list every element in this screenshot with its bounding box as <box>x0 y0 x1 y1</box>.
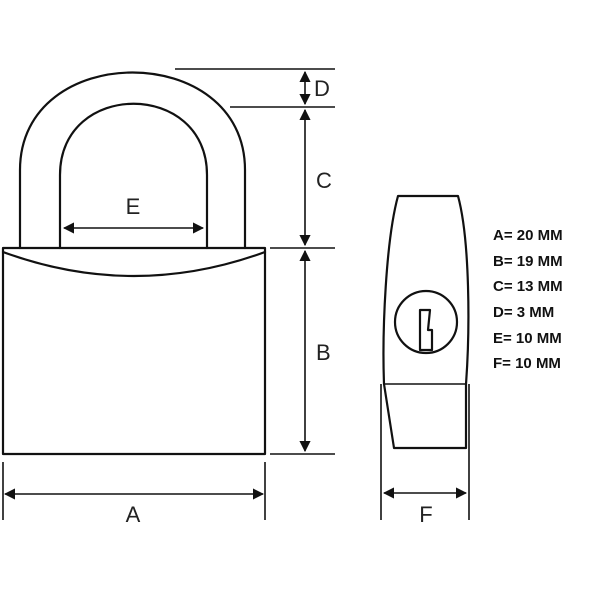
lock-body-outline <box>1 246 267 456</box>
shackle-inner <box>58 102 209 250</box>
spec-c: C= 13 MM <box>493 278 563 295</box>
dimension-a: A <box>2 462 266 527</box>
spec-list: A= 20 MM B= 19 MM C= 13 MM D= 3 MM E= 10… <box>493 227 563 372</box>
spec-d: D= 3 MM <box>493 304 554 321</box>
keyhole-icon <box>393 289 459 355</box>
dimension-d: D <box>175 68 335 108</box>
label-f: F <box>419 502 432 527</box>
label-d: D <box>314 76 330 101</box>
shackle-outer <box>18 71 247 250</box>
lock-body-curve <box>1 250 267 278</box>
spec-f: F= 10 MM <box>493 355 561 372</box>
dimension-c: C <box>270 108 335 249</box>
spec-b: B= 19 MM <box>493 253 563 270</box>
dimension-b: B <box>270 249 335 455</box>
dimension-f: F <box>380 384 470 527</box>
spec-e: E= 10 MM <box>493 330 562 347</box>
label-a: A <box>126 502 141 527</box>
lock-body <box>1 246 267 456</box>
shackle <box>18 71 247 250</box>
keyhole-slot <box>418 308 434 352</box>
dimension-e: E <box>62 194 205 234</box>
keyhole-ring <box>393 289 459 355</box>
side-view-outline <box>382 194 470 450</box>
label-e: E <box>126 194 141 219</box>
label-b: B <box>316 340 331 365</box>
label-c: C <box>316 168 332 193</box>
side-view <box>382 194 470 450</box>
spec-a: A= 20 MM <box>493 227 563 244</box>
